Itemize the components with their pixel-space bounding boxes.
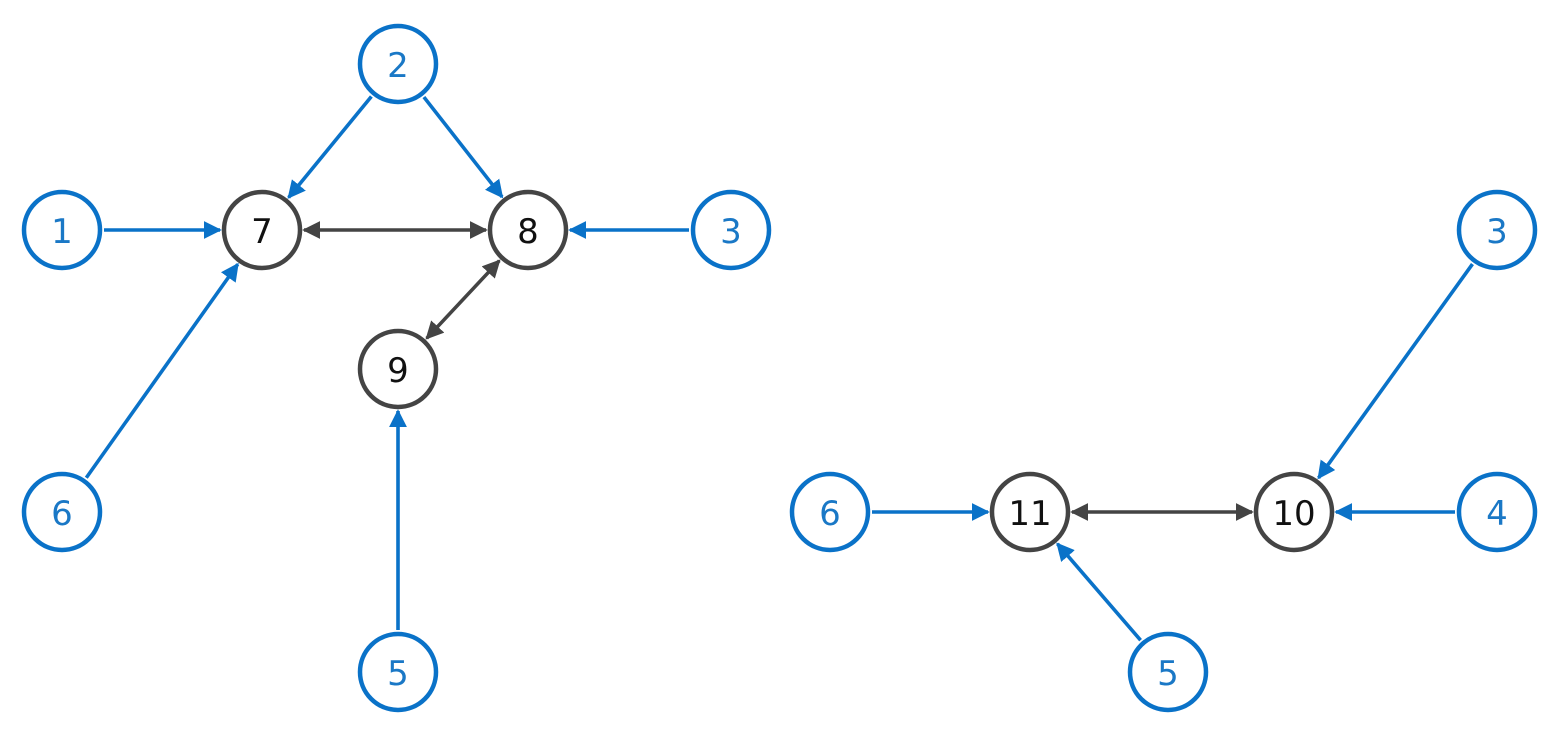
node-label: 5 bbox=[1157, 654, 1179, 694]
hidden-node-8: 8 bbox=[487, 189, 569, 271]
input-node-2: 2 bbox=[357, 23, 439, 105]
nodes-layer: 1 2 3 5 6 7 8 9 3 4 5 6 10 11 bbox=[21, 23, 1538, 713]
node-circle bbox=[21, 189, 103, 271]
hidden-node-11: 11 bbox=[989, 471, 1071, 553]
node-label: 9 bbox=[387, 351, 409, 391]
hidden-node-7: 7 bbox=[221, 189, 303, 271]
edge-8-to-9-bidirectional-arrow bbox=[425, 259, 501, 340]
node-circle bbox=[221, 189, 303, 271]
input-node-5: 5 bbox=[1127, 631, 1209, 713]
edge-5-to-11-arrow bbox=[1056, 542, 1142, 642]
input-node-3: 3 bbox=[690, 189, 772, 271]
node-label: 6 bbox=[51, 494, 73, 534]
input-node-5: 5 bbox=[357, 631, 439, 713]
hidden-node-10: 10 bbox=[1253, 471, 1335, 553]
node-circle bbox=[357, 328, 439, 410]
node-circle bbox=[1127, 631, 1209, 713]
hidden-node-9: 9 bbox=[357, 328, 439, 410]
node-label: 6 bbox=[819, 494, 841, 534]
node-circle bbox=[487, 189, 569, 271]
node-label: 5 bbox=[387, 654, 409, 694]
input-node-4: 4 bbox=[1456, 471, 1538, 553]
input-node-6: 6 bbox=[789, 471, 871, 553]
input-node-6: 6 bbox=[21, 471, 103, 553]
node-circle bbox=[1253, 471, 1335, 553]
node-label: 11 bbox=[1008, 494, 1051, 534]
node-label: 7 bbox=[251, 212, 273, 252]
input-node-1: 1 bbox=[21, 189, 103, 271]
node-label: 1 bbox=[51, 212, 73, 252]
node-circle bbox=[357, 631, 439, 713]
node-circle bbox=[357, 23, 439, 105]
edge-6-to-7-arrow bbox=[84, 262, 240, 479]
node-circle bbox=[21, 471, 103, 553]
node-circle bbox=[690, 189, 772, 271]
input-node-3: 3 bbox=[1456, 189, 1538, 271]
node-label: 3 bbox=[720, 212, 742, 252]
edge-3-to-10-arrow bbox=[1317, 263, 1474, 480]
node-label: 10 bbox=[1272, 494, 1315, 534]
edges-layer bbox=[84, 95, 1474, 642]
node-circle bbox=[1456, 189, 1538, 271]
edge-2-to-8-arrow bbox=[422, 95, 504, 199]
edge-2-to-7-arrow bbox=[287, 95, 373, 199]
node-circle bbox=[989, 471, 1071, 553]
node-circle bbox=[789, 471, 871, 553]
node-label: 2 bbox=[387, 46, 409, 86]
node-label: 4 bbox=[1486, 494, 1508, 534]
node-circle bbox=[1456, 471, 1538, 553]
node-label: 8 bbox=[517, 212, 539, 252]
node-label: 3 bbox=[1486, 212, 1508, 252]
